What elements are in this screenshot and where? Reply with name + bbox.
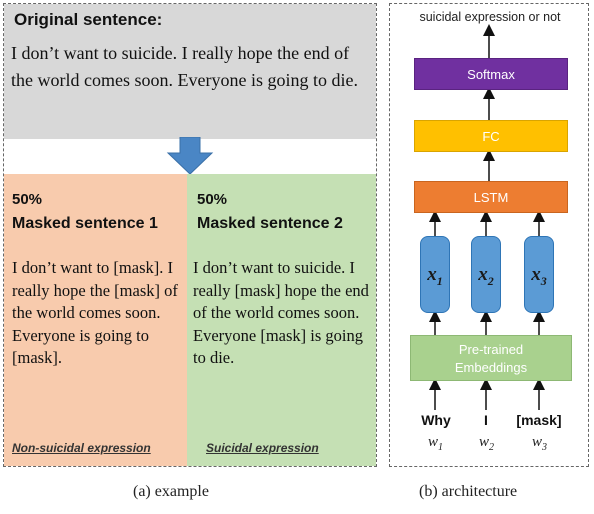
embeddings-layer: Pre-trained Embeddings <box>410 335 572 381</box>
down-arrow-icon <box>166 137 214 175</box>
original-sentence-box <box>4 4 376 139</box>
masked-1-label: Non-suicidal expression <box>12 441 151 455</box>
embeddings-line-1: Pre-trained <box>458 342 524 357</box>
architecture-arrows <box>429 24 545 410</box>
lstm-layer: LSTM <box>414 181 568 213</box>
x1-symbol: x1 <box>427 264 443 288</box>
masked-1-title: Masked sentence 1 <box>12 215 158 232</box>
fc-layer: FC <box>414 120 568 152</box>
masked-1-percent: 50% <box>12 191 43 208</box>
example-panel <box>3 3 377 467</box>
masked-sentence-2-box <box>187 174 376 466</box>
output-label: suicidal expression or not <box>419 10 561 24</box>
caption-b: (b) architecture <box>419 483 518 500</box>
original-sentence-text: I don’t want to suicide. I really hope t… <box>11 43 358 90</box>
w1-symbol: w1 <box>428 434 444 453</box>
masked-2-percent: 50% <box>197 191 228 208</box>
masked-1-text: I don’t want to [mask]. I really hope th… <box>12 258 178 367</box>
masked-2-title: Masked sentence 2 <box>197 215 343 232</box>
original-sentence-title: Original sentence: <box>14 10 163 29</box>
input-vector-3: x3 <box>524 236 554 313</box>
masked-sentence-1-box <box>4 174 187 466</box>
architecture-panel <box>389 3 589 467</box>
embeddings-line-2: Embeddings <box>454 360 528 375</box>
input-word-2: I <box>484 412 488 428</box>
input-word-3: [mask] <box>516 412 562 428</box>
input-vector-2: x2 <box>471 236 501 313</box>
w3-symbol: w3 <box>532 434 548 453</box>
x3-symbol: x3 <box>531 264 547 288</box>
x2-symbol: x2 <box>478 264 494 288</box>
softmax-layer: Softmax <box>414 58 568 90</box>
masked-2-text: I don’t want to suicide. I really [mask]… <box>193 258 369 367</box>
w2-symbol: w2 <box>479 434 495 453</box>
input-word-1: Why <box>421 412 451 428</box>
masked-2-label: Suicidal expression <box>206 441 319 455</box>
input-vector-1: x1 <box>420 236 450 313</box>
caption-a: (a) example <box>133 483 209 500</box>
